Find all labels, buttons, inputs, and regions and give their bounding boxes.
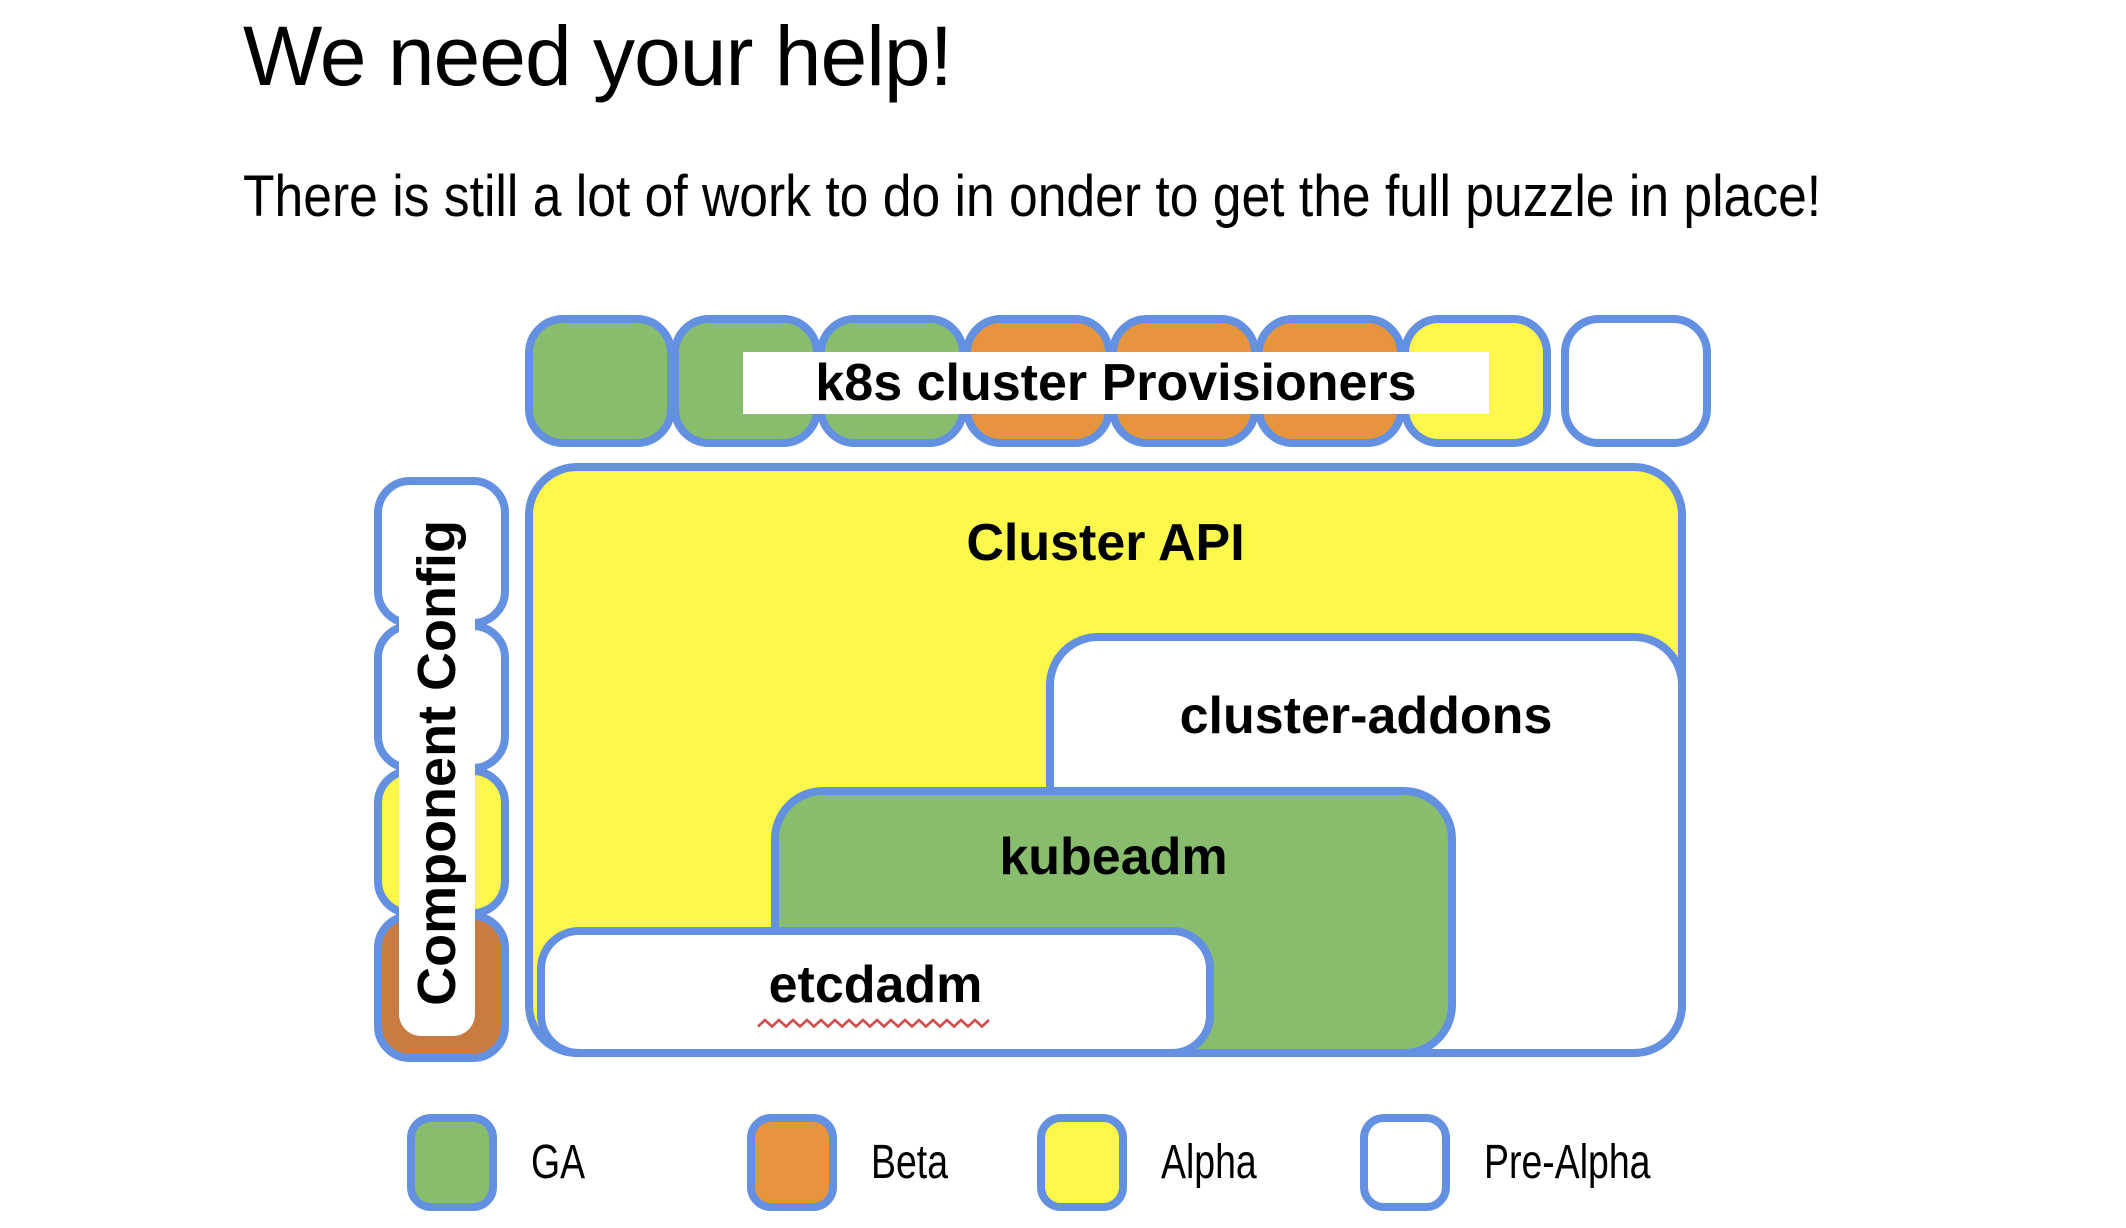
provisioner-square-ga <box>525 315 675 447</box>
legend-swatch-alpha <box>1037 1114 1127 1211</box>
legend-label: Alpha <box>1161 1136 1257 1189</box>
cluster-addons-label: cluster-addons <box>1179 687 1553 745</box>
legend-swatch-beta <box>747 1114 837 1211</box>
provisioners-label: k8s cluster Provisioners <box>743 352 1489 414</box>
provisioner-square-pre-alpha <box>1561 315 1711 447</box>
legend-item-ga: GA <box>407 1114 600 1211</box>
legend-swatch-pre-alpha <box>1360 1114 1450 1211</box>
etcdadm-label: etcdadm <box>768 956 983 1014</box>
component-config-label-text: Component Config <box>407 520 467 1006</box>
legend-label: Beta <box>871 1136 949 1189</box>
spellcheck-squiggle <box>756 1018 990 1029</box>
legend-swatch-ga <box>407 1114 497 1211</box>
legend-item-beta: Beta <box>747 1114 970 1211</box>
legend-item-pre-alpha: Pre-Alpha <box>1360 1114 1697 1211</box>
cluster-api-label: Cluster API <box>966 514 1245 572</box>
legend-label: GA <box>531 1136 586 1189</box>
etcdadm-box: etcdadm <box>537 927 1214 1057</box>
legend-item-alpha: Alpha <box>1037 1114 1284 1211</box>
kubeadm-label: kubeadm <box>999 828 1228 886</box>
page-subtitle: There is still a lot of work to do in on… <box>243 164 1822 229</box>
page-title: We need your help! <box>243 9 953 103</box>
component-config-label: Component Config <box>399 490 475 1036</box>
legend-label: Pre-Alpha <box>1484 1136 1651 1189</box>
